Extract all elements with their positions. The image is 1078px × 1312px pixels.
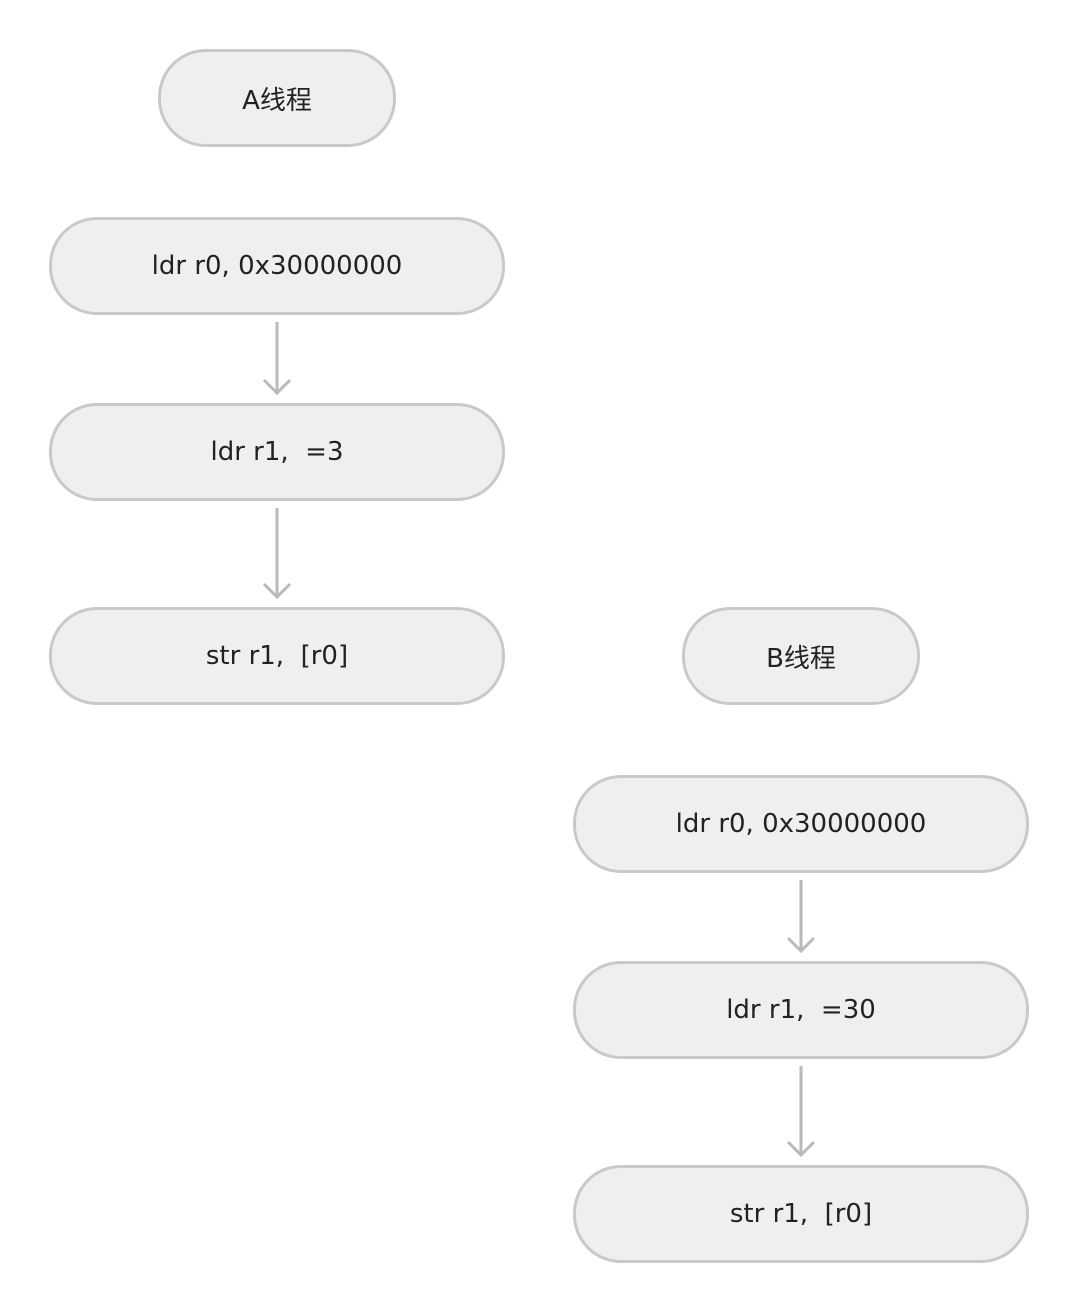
- thread-a-step-1: ldr r0, 0x30000000: [49, 217, 505, 315]
- thread-a-step-2: ldr r1, =3: [49, 403, 505, 501]
- thread-b-step-2: ldr r1, =30: [573, 961, 1029, 1059]
- arrow-b-2-to-3: [786, 1066, 816, 1158]
- thread-a-step-3: str r1, [r0]: [49, 607, 505, 705]
- thread-b-title: B线程: [682, 607, 920, 705]
- thread-b-step-3: str r1, [r0]: [573, 1165, 1029, 1263]
- arrow-a-1-to-2: [262, 322, 292, 396]
- arrow-b-1-to-2: [786, 880, 816, 954]
- thread-a-title: A线程: [158, 49, 396, 147]
- thread-b-step-1: ldr r0, 0x30000000: [573, 775, 1029, 873]
- arrow-a-2-to-3: [262, 508, 292, 600]
